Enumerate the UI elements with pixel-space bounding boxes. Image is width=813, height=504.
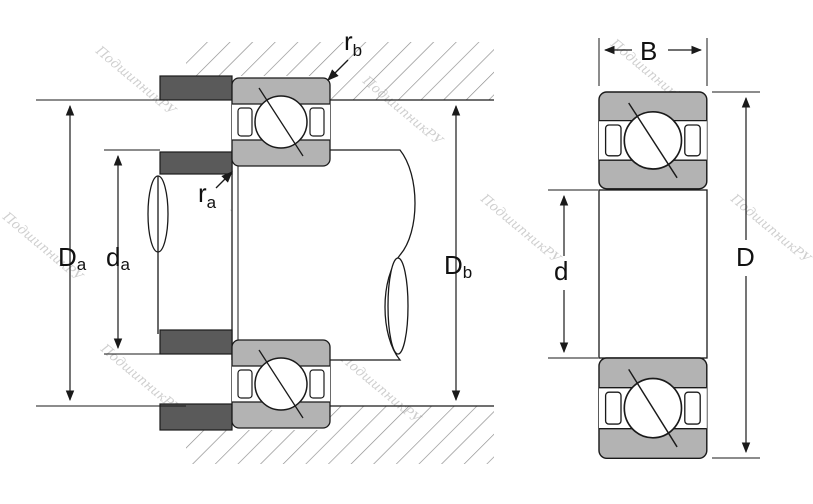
label-da: da xyxy=(106,242,130,274)
bearing-section-lower xyxy=(598,357,708,460)
bearing-section-view: B d D xyxy=(548,36,760,460)
spacer-inner-top xyxy=(159,151,233,175)
label-Da: Da xyxy=(58,242,87,274)
shaft xyxy=(232,149,416,361)
label-Db: Db xyxy=(444,250,472,282)
bearing-section-upper xyxy=(598,91,708,190)
spacer-inner-bottom xyxy=(159,329,233,355)
bearing-section-bottom xyxy=(231,339,331,429)
watermark: ПодшипникРУ xyxy=(477,191,565,268)
label-rb: rb xyxy=(344,26,362,60)
label-D: D xyxy=(736,242,755,272)
bearing-bore xyxy=(598,189,708,359)
bearing-section-top xyxy=(231,77,331,167)
mounting-view: rb ra Da da Db xyxy=(36,26,494,464)
label-d: d xyxy=(554,256,568,286)
label-ra: ra xyxy=(198,178,217,212)
spacer-outer-top xyxy=(159,75,233,101)
label-B: B xyxy=(640,36,657,66)
spacer-outer-bottom xyxy=(159,403,233,431)
